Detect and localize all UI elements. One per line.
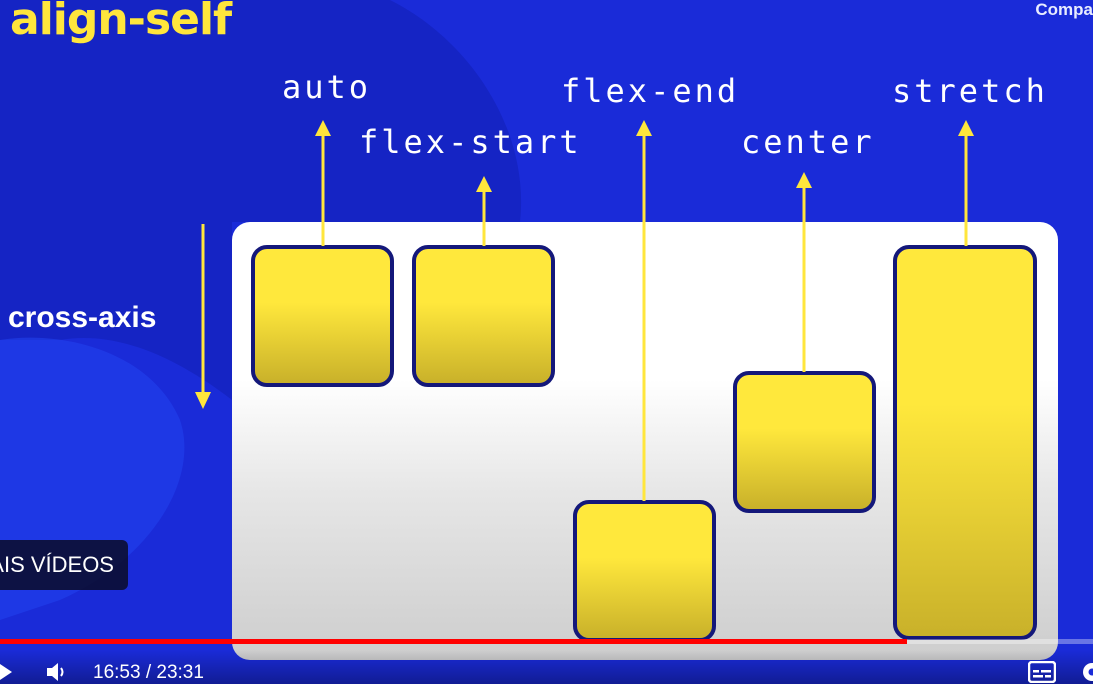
more-videos-button[interactable]: MAIS VÍDEOS (0, 540, 128, 590)
label-flex-start: flex-start (359, 123, 582, 161)
box-flex-start (412, 245, 555, 387)
current-time: 16:53 (93, 662, 141, 683)
time-separator: / (145, 662, 152, 683)
cross-axis-label: cross-axis (8, 301, 157, 334)
box-stretch (893, 245, 1037, 640)
player-controls (0, 650, 1093, 684)
time-display: 16:53 / 23:31 (93, 662, 204, 684)
progress-played (0, 639, 908, 644)
channel-text[interactable]: Compa (1035, 0, 1093, 19)
label-auto: auto (282, 68, 372, 106)
subtitles-icon[interactable] (1028, 661, 1056, 683)
settings-icon[interactable] (1080, 661, 1093, 683)
label-stretch: stretch (892, 72, 1048, 110)
box-auto (251, 245, 394, 387)
volume-icon[interactable] (45, 661, 69, 683)
label-flex-end: flex-end (561, 72, 740, 110)
progress-bar[interactable] (0, 639, 1093, 644)
label-center: center (741, 123, 875, 161)
play-icon[interactable] (0, 662, 14, 682)
video-title: align-self (10, 0, 232, 45)
box-center (733, 371, 876, 513)
duration: 23:31 (156, 662, 204, 683)
